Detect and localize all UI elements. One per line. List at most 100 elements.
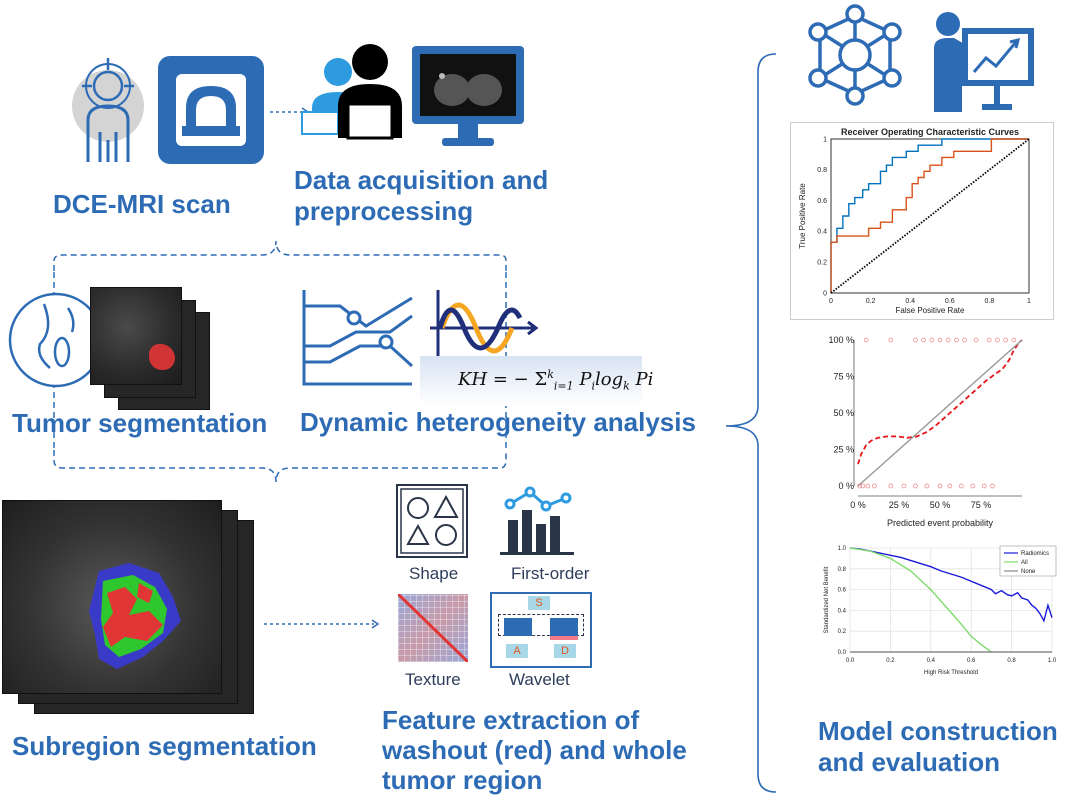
legend-label: Radiomics bbox=[1021, 551, 1049, 557]
nonevent-rug-mark bbox=[860, 483, 866, 489]
scan-label: DCE-MRI scan bbox=[53, 189, 231, 219]
x-tick-label: 0.4 bbox=[905, 298, 915, 305]
event-rug-mark bbox=[1003, 337, 1008, 343]
series-line-1 bbox=[849, 547, 992, 653]
texture-icon bbox=[398, 594, 468, 662]
chart-title: Receiver Operating Characteristic Curves bbox=[841, 127, 1019, 137]
y-tick-label: 100 % bbox=[828, 335, 854, 345]
wavelet-label: Wavelet bbox=[509, 670, 570, 689]
formula-logsub: k bbox=[623, 379, 630, 393]
subregion-map bbox=[89, 563, 181, 669]
first-order-icon bbox=[500, 484, 576, 556]
shape-label: Shape bbox=[409, 564, 459, 583]
event-rug-mark bbox=[973, 337, 979, 343]
series-line-2 bbox=[830, 138, 1030, 294]
tumor-region bbox=[149, 344, 175, 370]
event-rug-mark bbox=[986, 337, 992, 343]
nonevent-rug-mark bbox=[857, 483, 862, 489]
x-tick-label: 0.8 bbox=[1007, 658, 1016, 664]
wavelet-a-box: A bbox=[506, 644, 528, 658]
series-line-0 bbox=[849, 547, 1053, 623]
x-tick-label: 1.0 bbox=[1048, 658, 1057, 664]
event-rug-mark bbox=[929, 337, 935, 343]
doctors-icon bbox=[298, 40, 408, 140]
event-rug-mark bbox=[995, 337, 1000, 343]
formula-log: log bbox=[595, 369, 624, 390]
y-tick-label: 0.0 bbox=[838, 650, 847, 656]
nonevent-rug-mark bbox=[937, 483, 943, 489]
nonevent-rug-mark bbox=[970, 483, 976, 489]
right-brace bbox=[718, 50, 778, 798]
nonevent-rug-mark bbox=[990, 483, 995, 489]
y-tick-label: 0.8 bbox=[838, 567, 847, 573]
nonevent-rug-mark bbox=[888, 483, 894, 489]
nonevent-rug-mark bbox=[947, 483, 953, 489]
x-tick-label: 25 % bbox=[889, 500, 910, 510]
event-rug-mark bbox=[1011, 337, 1017, 343]
event-rug-mark bbox=[863, 337, 869, 343]
wavelet-icon: S A D bbox=[490, 592, 592, 668]
event-rug-mark bbox=[962, 337, 967, 343]
formula-mid: i bbox=[591, 379, 595, 393]
calibration-chart: 0 %25 %50 %75 %0 %25 %50 %75 %100 %Predi… bbox=[800, 330, 1040, 534]
y-tick-label: 0.6 bbox=[838, 588, 847, 594]
y-tick-label: 0.4 bbox=[838, 608, 847, 614]
formula-sub: i=1 bbox=[553, 379, 574, 393]
legend-label: All bbox=[1021, 560, 1028, 566]
mri-machine-icon bbox=[158, 56, 264, 164]
roc-chart: Receiver Operating Characteristic Curves… bbox=[790, 122, 1054, 320]
nonevent-rug-mark bbox=[872, 483, 877, 489]
dynamic-label: Dynamic heterogeneity analysis bbox=[300, 407, 696, 437]
network-icon bbox=[806, 2, 904, 108]
y-tick-label: 0.2 bbox=[817, 260, 827, 267]
acquisition-label-line2: preprocessing bbox=[294, 196, 474, 226]
x-axis-label: Predicted event probability bbox=[887, 518, 994, 528]
mri-slice-front bbox=[90, 287, 182, 385]
texture-label: Texture bbox=[405, 670, 461, 689]
wavelet-high-box bbox=[550, 618, 578, 636]
body-outline-icon bbox=[6, 290, 106, 390]
event-rug-mark bbox=[937, 337, 943, 343]
y-tick-label: 0 % bbox=[838, 481, 854, 491]
event-rug-mark bbox=[921, 337, 926, 343]
x-axis-label: False Positive Rate bbox=[896, 306, 965, 315]
wavelet-s-box: S bbox=[528, 596, 550, 610]
y-tick-label: 0.8 bbox=[817, 167, 827, 174]
x-tick-label: 0.4 bbox=[927, 658, 936, 664]
nonevent-rug-mark bbox=[981, 483, 987, 489]
y-tick-label: 1.0 bbox=[838, 546, 847, 552]
x-tick-label: 75 % bbox=[971, 500, 992, 510]
x-tick-label: 0.0 bbox=[846, 658, 855, 664]
formula-tail: Pi bbox=[629, 369, 654, 390]
shape-icon bbox=[396, 484, 468, 558]
formula-rhs: P bbox=[573, 369, 592, 390]
dashed-arrow-2 bbox=[262, 612, 382, 636]
series-line-1 bbox=[830, 138, 1029, 293]
model-label-line1: Model construction bbox=[818, 716, 1058, 746]
wave-icon bbox=[428, 288, 540, 366]
event-rug-mark bbox=[945, 337, 951, 343]
nonevent-rug-mark bbox=[913, 483, 918, 489]
y-tick-label: 0 bbox=[823, 290, 827, 297]
x-tick-label: 0 bbox=[829, 298, 833, 305]
x-tick-label: 0.2 bbox=[886, 658, 895, 664]
patient-scan-icon bbox=[60, 58, 156, 168]
feature-label-line3: tumor region bbox=[382, 765, 543, 795]
wavelet-low-box bbox=[504, 618, 532, 636]
y-tick-label: 0.6 bbox=[817, 198, 827, 205]
dashed-bracket-side bbox=[40, 270, 520, 510]
line-plot-icon bbox=[300, 286, 416, 390]
y-tick-label: 50 % bbox=[833, 408, 854, 418]
formula-lhs: KH = − bbox=[458, 369, 535, 390]
y-tick-label: 1 bbox=[823, 136, 827, 143]
presenter-icon bbox=[930, 8, 1036, 112]
model-label-line2: and evaluation bbox=[818, 747, 1001, 777]
nonevent-rug-mark bbox=[865, 483, 871, 489]
x-tick-label: 0.6 bbox=[945, 298, 955, 305]
wavelet-d-box: D bbox=[554, 644, 576, 658]
y-tick-label: 0.4 bbox=[817, 229, 827, 236]
monitor-icon bbox=[412, 46, 524, 150]
first-order-label: First-order bbox=[511, 564, 590, 583]
subregion-slice-front bbox=[2, 500, 222, 694]
